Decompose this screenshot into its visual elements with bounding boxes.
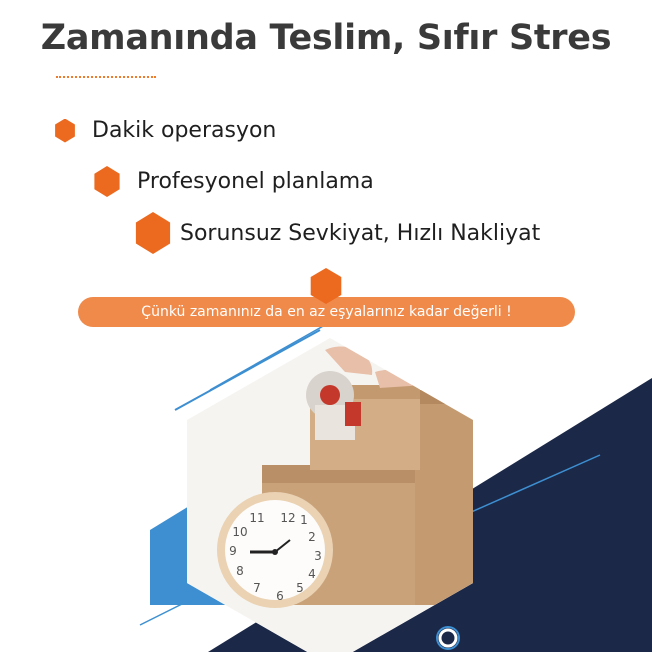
bullet-label: Profesyonel planlama bbox=[137, 169, 374, 194]
bullet-label: Dakik operasyon bbox=[92, 118, 277, 143]
clock-numeral: 9 bbox=[229, 544, 237, 558]
bullet-item-3: Sorunsuz Sevkiyat, Hızlı Nakliyat bbox=[134, 212, 540, 254]
bullet-item-2: Profesyonel planlama bbox=[93, 166, 374, 197]
banner-text: Çünkü zamanınız da en az eşyalarınız kad… bbox=[141, 304, 512, 320]
clock-numeral: 11 bbox=[249, 511, 264, 525]
accent-line bbox=[174, 329, 321, 411]
clock-numeral: 4 bbox=[308, 567, 316, 581]
clock-numeral: 1 bbox=[300, 513, 308, 527]
clock-numeral: 5 bbox=[296, 581, 304, 595]
accent-line bbox=[209, 324, 326, 391]
clock-numeral: 10 bbox=[232, 525, 247, 539]
hexagon-icon bbox=[135, 212, 171, 254]
clock-numeral: 6 bbox=[276, 589, 284, 603]
bullet-label: Sorunsuz Sevkiyat, Hızlı Nakliyat bbox=[180, 220, 541, 246]
clock-numeral: 3 bbox=[314, 549, 322, 563]
clock-numeral: 8 bbox=[236, 564, 244, 578]
ring-icon bbox=[438, 628, 458, 648]
page-title: Zamanında Teslim, Sıfır Stres bbox=[40, 18, 612, 58]
clock-numeral: 7 bbox=[253, 581, 261, 595]
hexagon-icon bbox=[55, 118, 75, 143]
clock-numeral: 2 bbox=[308, 530, 316, 544]
title-underline bbox=[56, 76, 156, 78]
bullet-item-1: Dakik operasyon bbox=[54, 118, 276, 143]
hexagon-icon bbox=[94, 166, 120, 197]
boxes-photo: 12 2 10 11 1 3 9 7 5 4 6 8 bbox=[187, 338, 473, 652]
clock-numeral: 12 bbox=[280, 511, 295, 525]
